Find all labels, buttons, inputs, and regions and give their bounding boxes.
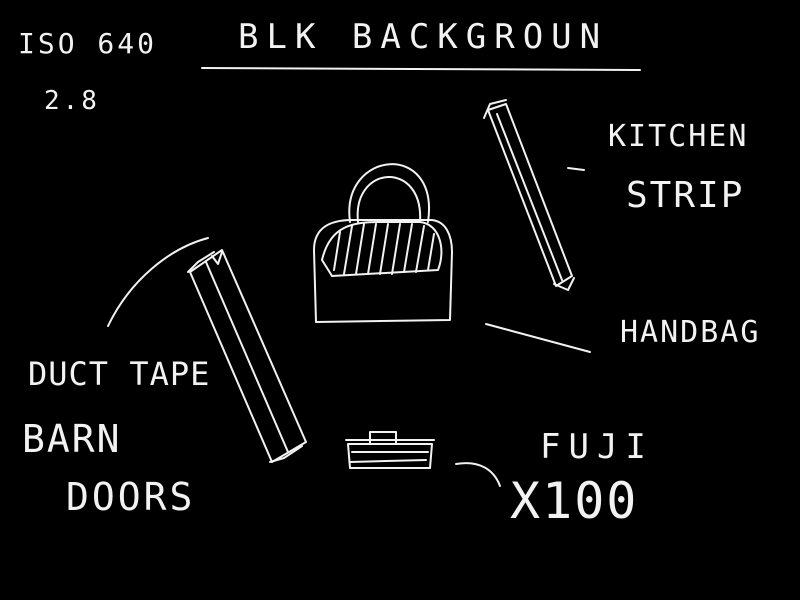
camera-body	[347, 443, 433, 469]
barn-door-strip	[187, 249, 307, 463]
kitchen-label: KITCHEN	[608, 119, 749, 154]
handbag-handle	[348, 163, 430, 223]
title-label: BLK BACKGROUN	[238, 17, 609, 57]
handbag-flap	[321, 221, 443, 277]
duct-tape-label: DUCT TAPE	[28, 355, 211, 393]
fuji-label: FUJI	[540, 427, 654, 467]
fuji-x100-camera	[345, 431, 435, 469]
handbag-pointer-line	[485, 323, 591, 353]
x100-label: X100	[510, 472, 639, 530]
barn-label: BARN	[22, 417, 122, 461]
camera-top	[369, 431, 397, 445]
duct-tape-pointer-curve	[107, 237, 209, 327]
strip-label: STRIP	[626, 175, 745, 216]
handbag-label: HANDBAG	[620, 315, 761, 350]
kitchen-strip-pointer-line	[567, 167, 585, 171]
aperture-label: 2.8	[44, 86, 100, 116]
title-underline	[201, 67, 641, 71]
handbag-sketch	[313, 163, 453, 323]
doors-label: DOORS	[66, 475, 196, 519]
kitchen-strip-light	[483, 99, 575, 291]
handbag-body	[313, 219, 453, 323]
camera-pointer-line	[455, 462, 501, 487]
iso-label: ISO 640	[18, 27, 158, 60]
